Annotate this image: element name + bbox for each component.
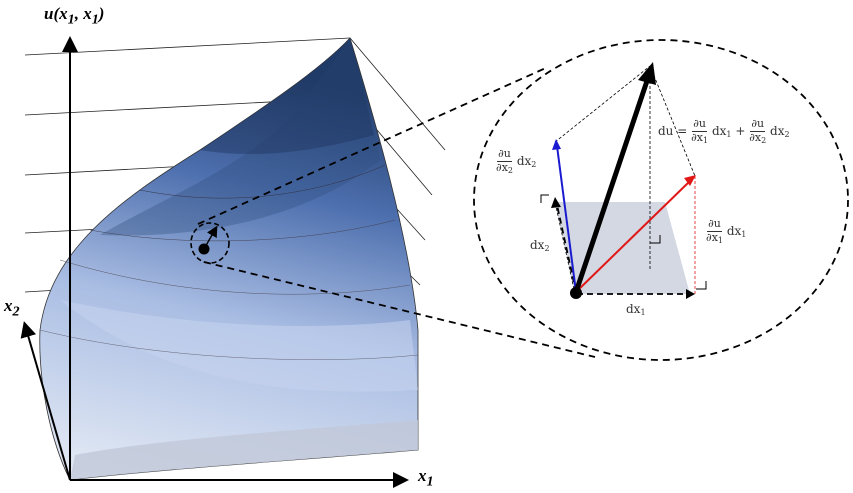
x2-axis [20,321,71,481]
x1-axis-label: x1 [418,466,434,490]
vertical-axis-label: u(x1, x1) [44,4,105,28]
partial-x1-term: ∂u∂x1 dx1 [706,217,747,245]
utility-surface [39,37,419,481]
zoom-contents [540,62,707,299]
partial-x2-term: ∂u∂x2 dx2 [496,147,537,175]
zoom-circle [473,39,849,361]
axes [20,36,409,488]
partial-x2-vector [556,145,577,293]
zoom-connectors [197,66,596,358]
partial-x1-vector [575,180,691,293]
du-equation: du = ∂u∂x1 dx1 + ∂u∂x2 dx2 [658,117,790,145]
surface-point [190,222,230,264]
total-du-vector [573,77,651,293]
x2-axis-label: x2 [4,296,20,320]
dx1-label: dx1 [626,302,646,317]
dx2-label: dx2 [530,238,550,253]
